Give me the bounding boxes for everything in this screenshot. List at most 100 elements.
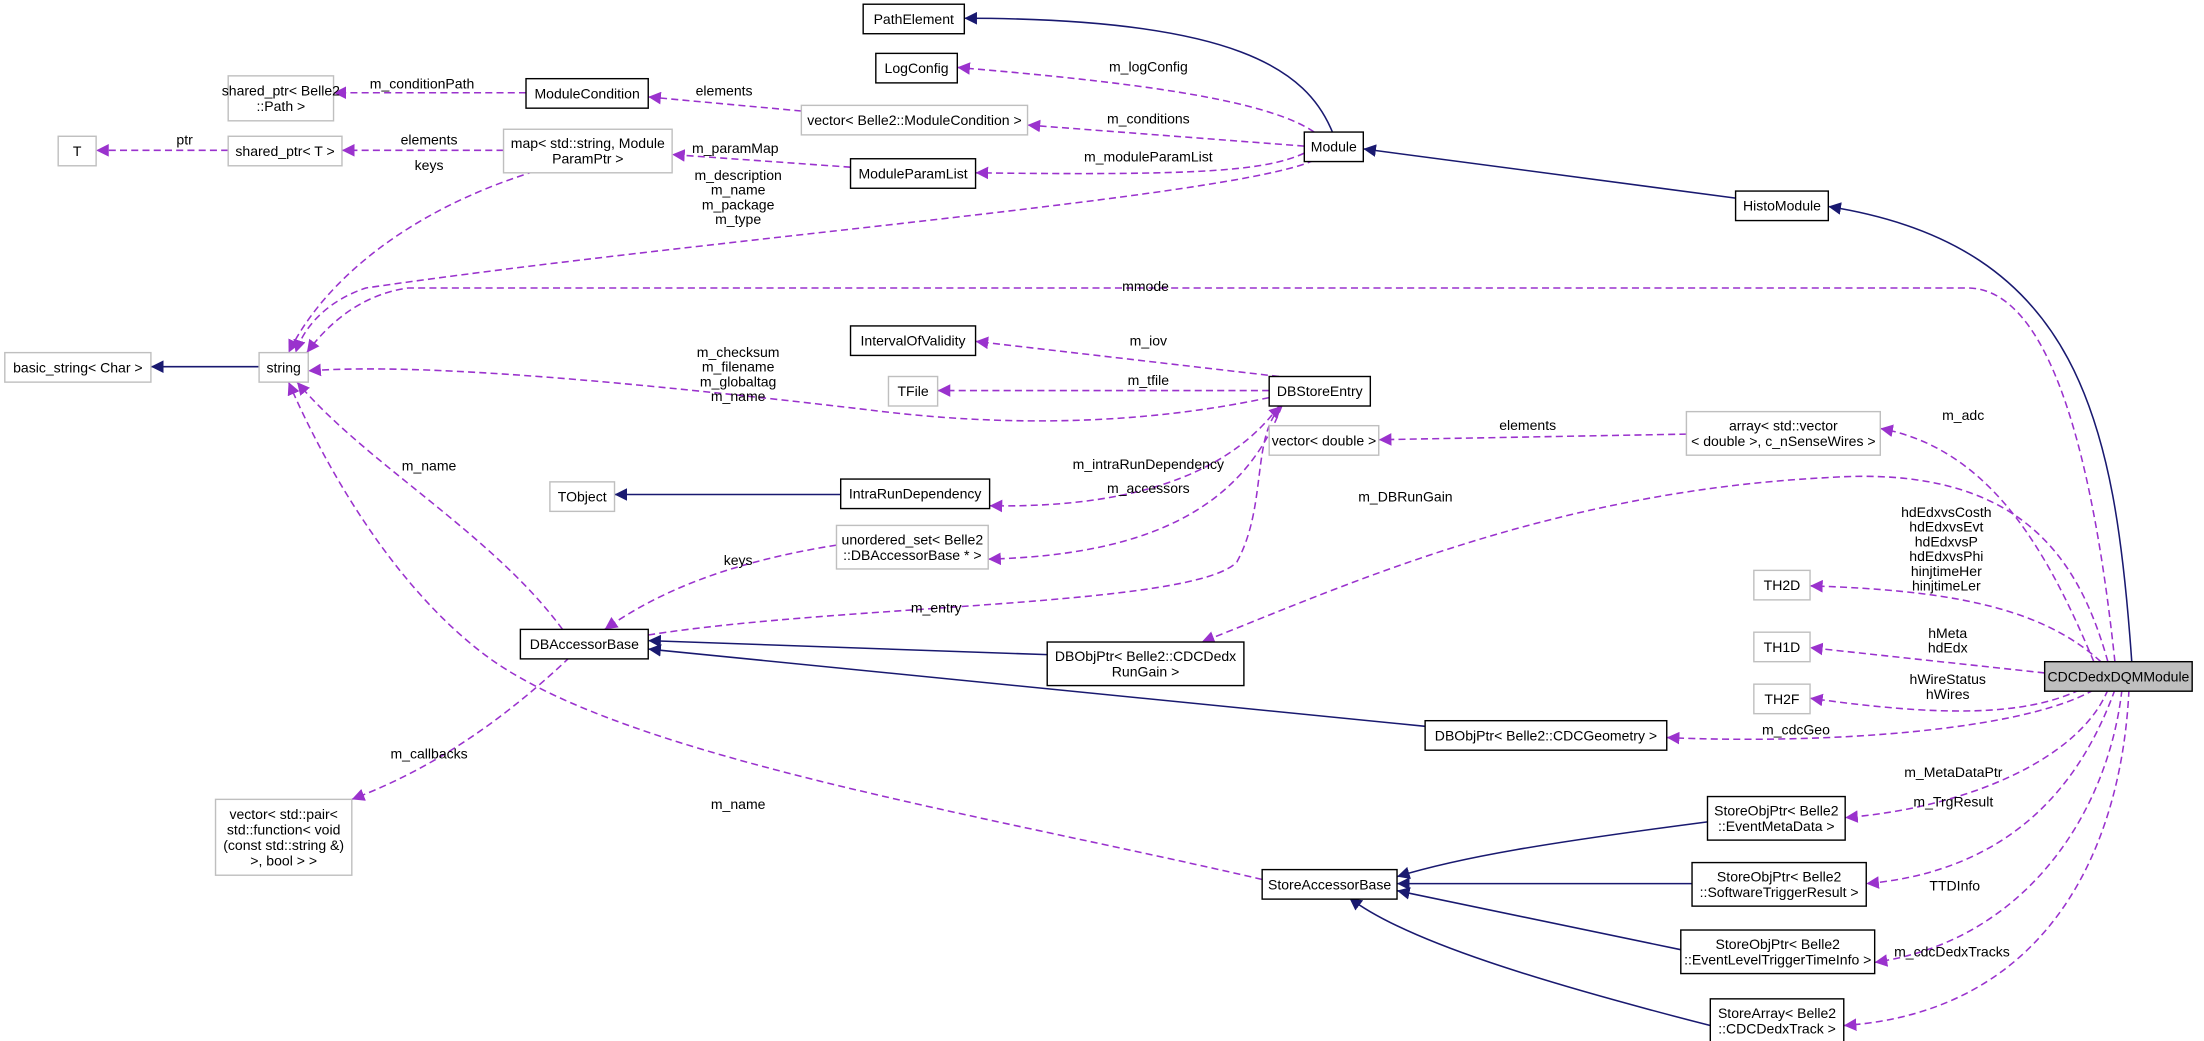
class-node-store-accessor-base[interactable]: StoreAccessorBase <box>1261 868 1398 900</box>
edge-label: m_name <box>711 388 766 404</box>
edge-label: m_type <box>715 211 761 227</box>
class-box <box>1268 375 1372 407</box>
class-name: < double >, c_nSenseWires > <box>1691 433 1875 449</box>
edge-label: elements <box>696 83 753 99</box>
class-name: ParamPtr > <box>552 151 623 167</box>
edge-label: mmode <box>1122 278 1169 294</box>
inheritance-edge-histo-module-to-module <box>1363 144 1736 199</box>
edge-label: m_iov <box>1130 333 1167 349</box>
usage-edge-cdcdedx-dqm-module-to-storearray-cdcdedxtrack <box>1843 689 2130 1031</box>
class-node-module-param-list[interactable]: ModuleParamList <box>849 158 977 189</box>
usage-edge-db-store-entry-to-intra-run-dependency <box>989 405 1280 513</box>
usage-edge-cdcdedx-dqm-module-to-string <box>306 287 2116 662</box>
class-name: Module <box>1311 139 1357 155</box>
class-node-th1d[interactable]: TH1D <box>1753 631 1811 663</box>
usage-edge-module-param-list-to-map-param <box>672 149 851 168</box>
edge-label: hinjtimeLer <box>1912 578 1981 594</box>
class-name: >, bool > > <box>250 852 317 868</box>
class-node-vector-pair[interactable]: vector< std::pair<std::function< void(co… <box>214 798 353 876</box>
class-name: IntraRunDependency <box>849 486 982 502</box>
class-node-t[interactable]: T <box>57 135 97 167</box>
usage-edge-module-to-log-config <box>957 62 1315 133</box>
class-node-path-element[interactable]: PathElement <box>862 3 966 35</box>
class-node-th2d[interactable]: TH2D <box>1753 569 1811 601</box>
class-node-db-store-entry[interactable]: DBStoreEntry <box>1268 375 1372 407</box>
class-node-storeobjptr-swtrigger[interactable]: StoreObjPtr< Belle2::SoftwareTriggerResu… <box>1691 861 1867 907</box>
class-node-dbobjptr-cdcgeometry[interactable]: DBObjPtr< Belle2::CDCGeometry > <box>1424 719 1668 751</box>
class-name: ::EventLevelTriggerTimeInfo > <box>1684 951 1871 967</box>
class-node-th2f[interactable]: TH2F <box>1753 683 1811 715</box>
edge-label: m_entry <box>911 600 962 616</box>
class-name: DBObjPtr< Belle2::CDCGeometry > <box>1435 727 1657 743</box>
usage-edge-array-vector-to-vector-double <box>1378 433 1687 446</box>
class-node-db-accessor-base[interactable]: DBAccessorBase <box>519 628 649 660</box>
usage-edge-cdcdedx-dqm-module-to-storeobjptr-swtrigger <box>1866 689 2116 889</box>
class-box <box>1691 861 1867 907</box>
class-box <box>835 524 989 570</box>
class-box <box>57 135 97 167</box>
class-node-array-vector[interactable]: array< std::vector< double >, c_nSenseWi… <box>1685 410 1881 456</box>
class-name: TH2D <box>1764 577 1801 593</box>
edge-label: m_logConfig <box>1109 59 1188 75</box>
class-node-string[interactable]: string <box>258 351 309 383</box>
class-node-tobject[interactable]: TObject <box>549 481 616 513</box>
inheritance-edge-storeobjptr-eventmetadata-to-store-accessor-base <box>1396 821 1708 880</box>
class-name: map< std::string, Module <box>511 135 665 151</box>
class-node-log-config[interactable]: LogConfig <box>875 52 959 84</box>
class-box <box>549 481 616 513</box>
class-box <box>1261 868 1398 900</box>
class-node-intra-run-dependency[interactable]: IntraRunDependency <box>839 478 991 510</box>
inheritance-edge-storearray-cdcdedxtrack-to-store-accessor-base <box>1348 897 1711 1027</box>
class-box <box>1685 410 1881 456</box>
class-node-shared-ptr-path[interactable]: shared_ptr< Belle2::Path > <box>222 75 340 122</box>
class-box <box>849 325 977 357</box>
class-name: RunGain > <box>1112 663 1179 679</box>
edge-label: elements <box>1499 417 1556 433</box>
class-name: TH2F <box>1764 691 1800 707</box>
class-box <box>849 158 977 189</box>
class-node-unordered-set[interactable]: unordered_set< Belle2::DBAccessorBase * … <box>835 524 989 570</box>
class-node-storeobjptr-elttinfo[interactable]: StoreObjPtr< Belle2::EventLevelTriggerTi… <box>1680 929 1876 975</box>
edge-label: m_intraRunDependency <box>1073 456 1224 472</box>
class-node-storearray-cdcdedxtrack[interactable]: StoreArray< Belle2::CDCDedxTrack > <box>1709 998 1845 1041</box>
class-box <box>1268 424 1380 456</box>
class-box <box>502 128 673 174</box>
usage-edge-cdcdedx-dqm-module-to-th1d <box>1809 642 2045 674</box>
class-name: DBObjPtr< Belle2::CDCDedx <box>1055 648 1236 664</box>
edge-label: ptr <box>176 132 193 148</box>
usage-edge-module-to-module-param-list <box>975 152 1305 180</box>
class-box <box>1753 569 1811 601</box>
class-name: LogConfig <box>885 60 949 76</box>
class-node-basic-string[interactable]: basic_string< Char > <box>4 351 152 383</box>
class-node-module[interactable]: Module <box>1303 131 1365 163</box>
edge-label: keys <box>415 157 444 173</box>
class-name: array< std::vector <box>1729 418 1838 434</box>
class-node-cdcdedx-dqm-module[interactable]: CDCDedxDQMModule <box>2043 660 2193 692</box>
class-name: vector< std::pair< <box>229 806 337 822</box>
class-name: ::CDCDedxTrack > <box>1718 1020 1836 1036</box>
class-box <box>1303 131 1365 163</box>
class-box <box>1706 795 1846 841</box>
class-node-tfile[interactable]: TFile <box>887 375 939 407</box>
usage-edge-cdcdedx-dqm-module-to-th2d <box>1810 579 2102 663</box>
class-node-histo-module[interactable]: HistoModule <box>1734 190 1830 222</box>
class-node-vector-module-condition[interactable]: vector< Belle2::ModuleCondition > <box>800 104 1029 136</box>
class-node-interval-of-validity[interactable]: IntervalOfValidity <box>849 325 977 357</box>
edge-label: hdEdxvsPhi <box>1909 548 1983 564</box>
class-node-module-condition[interactable]: ModuleCondition <box>525 77 649 109</box>
edge-label: m_DBRunGain <box>1358 489 1452 505</box>
class-name: shared_ptr< Belle2 <box>222 83 340 99</box>
edge-label: m_globaltag <box>700 373 776 389</box>
class-box <box>1734 190 1830 222</box>
class-node-vector-double[interactable]: vector< double > <box>1268 424 1380 456</box>
usage-edge-db-store-entry-to-string <box>308 363 1270 422</box>
usage-edge-cdcdedx-dqm-module-to-th2f <box>1809 689 2081 712</box>
class-node-storeobjptr-eventmetadata[interactable]: StoreObjPtr< Belle2::EventMetaData > <box>1706 795 1846 841</box>
class-node-shared-ptr-t[interactable]: shared_ptr< T > <box>227 135 343 167</box>
edge-label: m_name <box>711 182 766 198</box>
class-box <box>214 798 353 876</box>
class-box <box>839 478 991 510</box>
